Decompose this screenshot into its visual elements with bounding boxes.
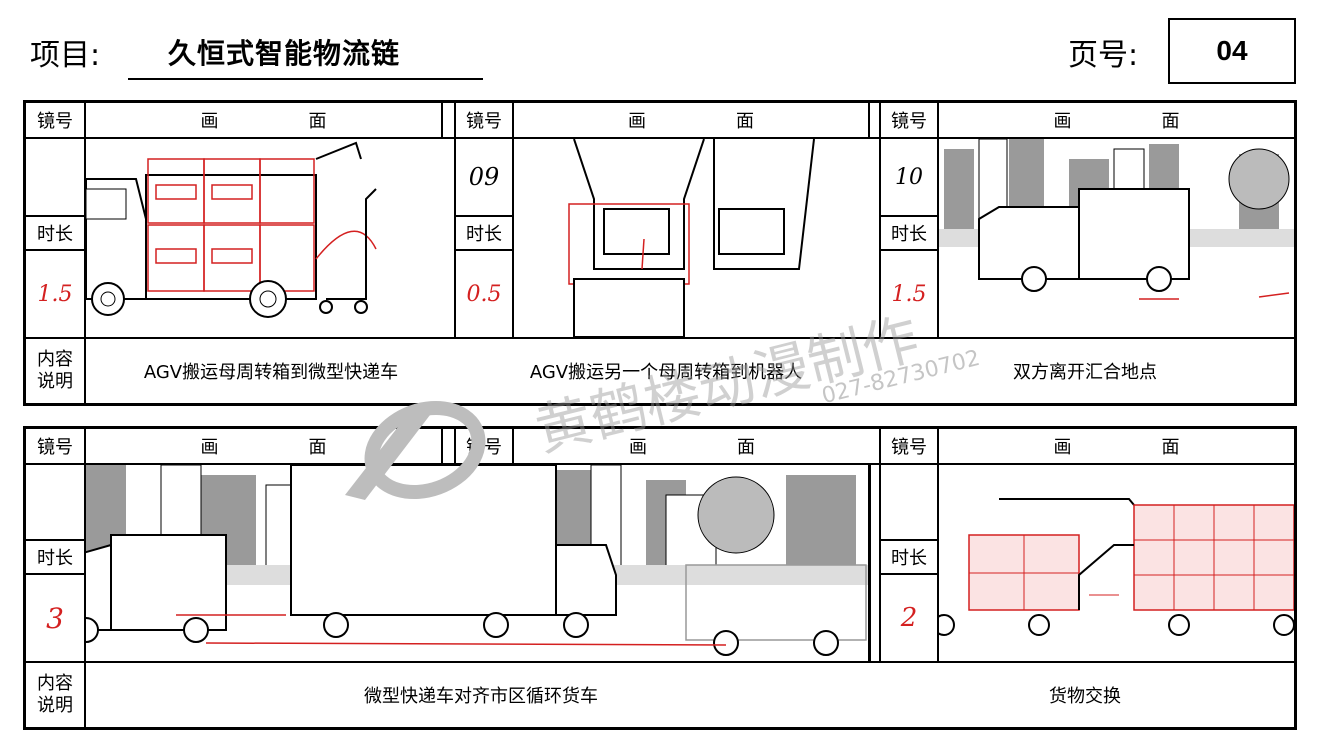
shot-label: 镜号: [454, 429, 514, 465]
picture-header: 画 面: [86, 429, 443, 465]
picture-header: 画 面: [86, 103, 443, 139]
content-label: 内容 说明: [26, 661, 86, 727]
shot-number: 09: [454, 139, 514, 217]
project-underline: [128, 78, 483, 80]
shot-2-frame: [514, 139, 868, 337]
content-label-line1: 内容: [37, 673, 73, 694]
page-label: 页号:: [1068, 38, 1139, 73]
picture-header: 画 面: [939, 103, 1294, 139]
picture-header: 画 面: [514, 103, 870, 139]
shot-label: 镜号: [26, 429, 86, 465]
content-label-line2: 说明: [37, 695, 73, 716]
duration-value: 3: [26, 575, 86, 661]
project-label: 项目:: [30, 38, 101, 73]
storyboard-row-1: 镜号 画 面 时长 1.5: [23, 100, 1297, 406]
page-number-box: 04: [1168, 18, 1296, 84]
storyboard-row-2: 镜号 画 面 镜号 画 面 时长 3: [23, 426, 1297, 730]
duration-label: 时长: [26, 217, 86, 251]
shot-label: 镜号: [454, 103, 514, 139]
description: 双方离开汇合地点: [876, 337, 1294, 403]
duration-value: 1.5: [26, 251, 86, 337]
project-name: 久恒式智能物流链: [168, 37, 401, 70]
shot-number: [879, 465, 939, 541]
shot-label: 镜号: [879, 103, 939, 139]
picture-header: 画 面: [514, 429, 870, 465]
duration-value: 2: [879, 575, 939, 661]
duration-label: 时长: [454, 217, 514, 251]
duration-label: 时长: [879, 217, 939, 251]
shot-1-frame: [86, 139, 441, 337]
description: 货物交换: [876, 661, 1294, 727]
duration-label: 时长: [879, 541, 939, 575]
duration-value: 0.5: [454, 251, 514, 337]
shot-4-frame: [86, 465, 871, 661]
content-label-line1: 内容: [37, 349, 73, 370]
shot-number: [26, 139, 86, 217]
content-label: 内容 说明: [26, 337, 86, 403]
shot-number: [26, 465, 86, 541]
shot-5-frame: [939, 465, 1294, 661]
shot-3-frame: [939, 139, 1294, 337]
content-label-line2: 说明: [37, 371, 73, 392]
shot-label: 镜号: [879, 429, 939, 465]
shot-number: 10: [879, 139, 939, 217]
duration-value: 1.5: [879, 251, 939, 337]
description: 微型快递车对齐市区循环货车: [86, 661, 876, 727]
duration-label: 时长: [26, 541, 86, 575]
description: AGV搬运另一个母周转箱到机器人: [456, 337, 876, 403]
description: AGV搬运母周转箱到微型快递车: [86, 337, 456, 403]
shot-label: 镜号: [26, 103, 86, 139]
picture-header: 画 面: [939, 429, 1294, 465]
